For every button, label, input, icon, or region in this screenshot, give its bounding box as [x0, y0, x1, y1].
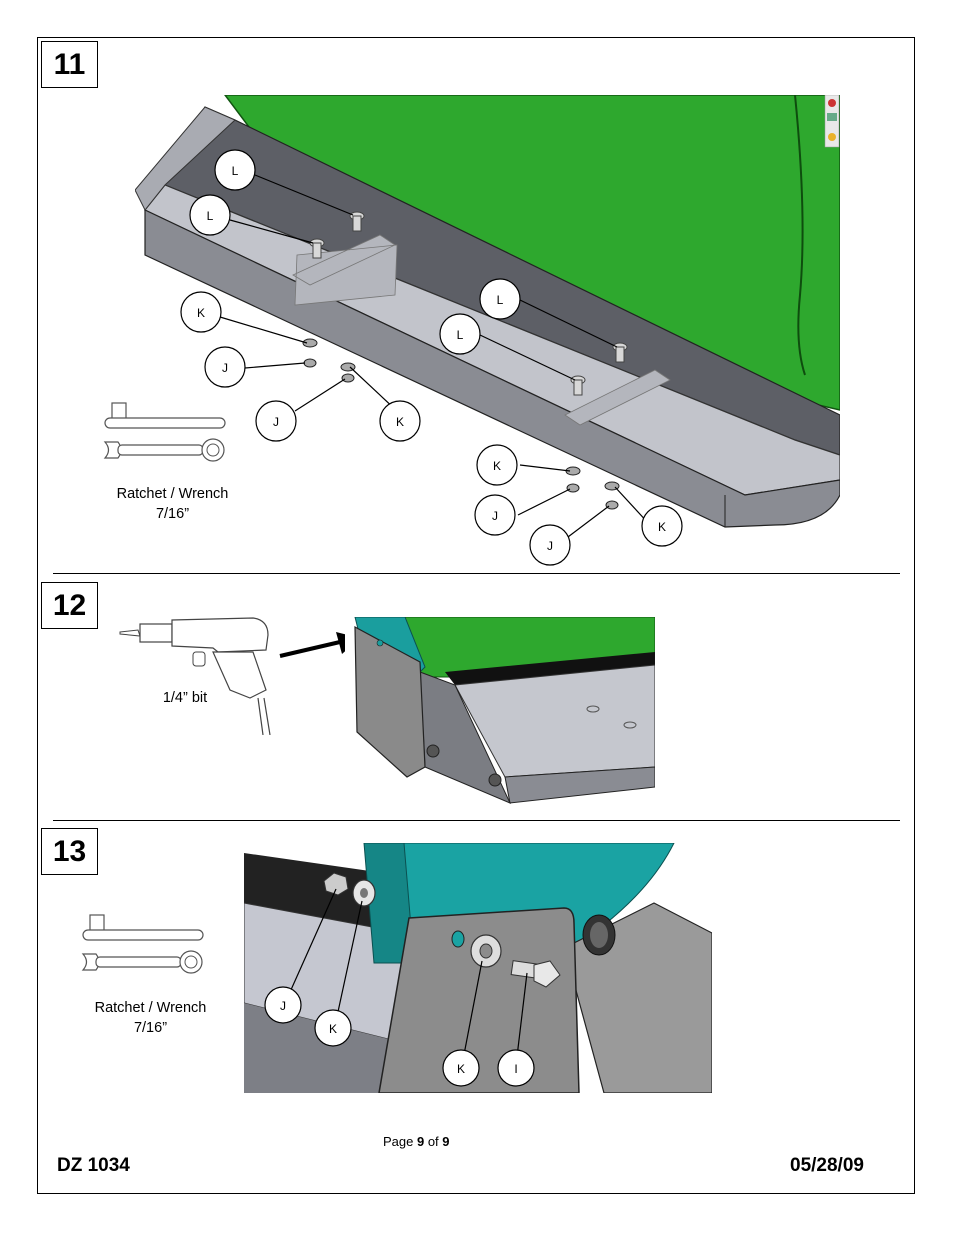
step12-assembly-illustration: [345, 617, 655, 805]
label-L: L: [232, 164, 239, 178]
drill-icon: [119, 617, 271, 735]
label-J: J: [280, 999, 286, 1013]
document-date: 05/28/09: [790, 1155, 864, 1176]
step12-tool-caption: 1/4” bit: [162, 690, 208, 706]
ratchet-wrench-icon: [81, 914, 204, 974]
label-J: J: [492, 509, 498, 523]
label-J: J: [547, 539, 553, 553]
label-K: K: [396, 415, 404, 429]
label-J: J: [222, 361, 228, 375]
step13-assembly-illustration: J K K I: [244, 843, 712, 1093]
label-J: J: [273, 415, 279, 429]
label-K: K: [493, 459, 501, 473]
label-I: I: [514, 1062, 517, 1076]
label-K: K: [457, 1062, 465, 1076]
ratchet-wrench-icon: [103, 402, 226, 462]
section-divider: [53, 820, 900, 821]
page-number: Page 9 of 9: [383, 1134, 450, 1149]
document-id: DZ 1034: [57, 1155, 130, 1176]
step-number-12: 12: [41, 582, 98, 629]
page-frame: [37, 37, 915, 1194]
step-number-11: 11: [41, 41, 98, 88]
label-K: K: [197, 306, 205, 320]
label-L: L: [207, 209, 214, 223]
label-K: K: [658, 520, 666, 534]
step13-tool-caption: Ratchet / Wrench 7/16”: [94, 1000, 207, 1036]
step11-assembly-illustration: L L L L K J J K K J J K: [135, 95, 840, 566]
step-number-13: 13: [41, 828, 98, 875]
step11-tool-caption: Ratchet / Wrench 7/16”: [116, 486, 229, 522]
section-divider: [53, 573, 900, 574]
label-K: K: [329, 1022, 337, 1036]
label-L: L: [497, 293, 504, 307]
label-L: L: [457, 328, 464, 342]
